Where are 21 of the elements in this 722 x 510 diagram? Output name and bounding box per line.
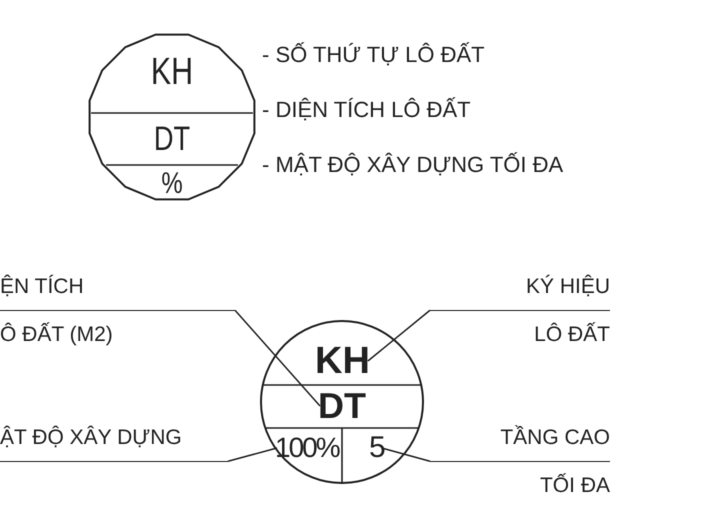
label-text: KÝ HIỆU bbox=[430, 272, 610, 311]
leader-line bbox=[382, 447, 430, 462]
leader-line bbox=[234, 310, 321, 406]
symbol-text: KH bbox=[150, 50, 194, 95]
label-text: ỆN TÍCH bbox=[0, 272, 235, 311]
label-text: ẬT ĐỘ XÂY DỰNG bbox=[0, 423, 228, 462]
label-text: - DIỆN TÍCH LÔ ĐẤT bbox=[262, 96, 471, 124]
label-text: - MẬT ĐỘ XÂY DỰNG TỐI ĐA bbox=[262, 151, 564, 179]
symbol-text: 5 bbox=[369, 430, 384, 466]
symbol-text: 100% bbox=[275, 431, 339, 465]
label-text: Ô ĐẤT (M2) bbox=[0, 321, 114, 348]
symbol-text: % bbox=[160, 168, 184, 200]
symbol-text: DT bbox=[152, 119, 192, 160]
leader-line bbox=[228, 447, 278, 462]
label-text: LÔ ĐẤT bbox=[533, 321, 610, 348]
label-text: TỐI ĐA bbox=[538, 472, 610, 499]
leader-line bbox=[367, 310, 430, 362]
label-text: - SỐ THỨ TỰ LÔ ĐẤT bbox=[262, 41, 485, 69]
symbol-text: KH bbox=[315, 339, 370, 384]
label-text: TẦNG CAO bbox=[430, 423, 610, 462]
symbol-text: DT bbox=[318, 386, 366, 426]
